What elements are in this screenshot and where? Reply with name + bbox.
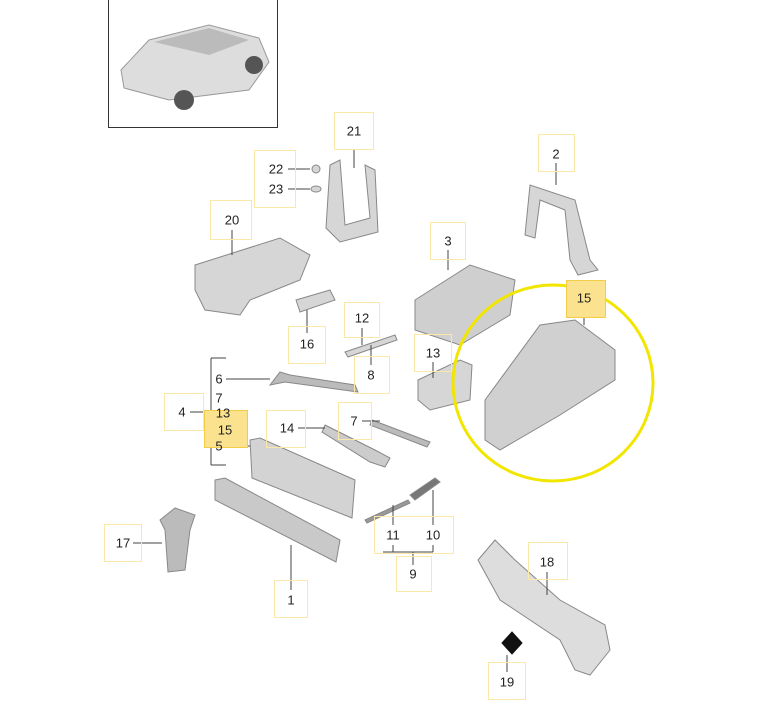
label-box: [414, 334, 452, 372]
callout-16[interactable]: 16: [299, 336, 315, 352]
callout-2[interactable]: 2: [552, 146, 560, 162]
part-18-jack: [477, 539, 611, 676]
callout-12[interactable]: 12: [354, 310, 370, 326]
part-20-foam-tray: [194, 237, 311, 316]
part-11-rod: [364, 499, 411, 524]
label-box: [334, 112, 374, 150]
label-box: [254, 150, 296, 208]
callout-10[interactable]: 10: [425, 527, 441, 543]
callout-8[interactable]: 8: [367, 367, 375, 383]
callout-14[interactable]: 14: [279, 420, 295, 436]
label-box: [274, 580, 308, 618]
callout-22[interactable]: 22: [268, 161, 284, 177]
callout-20[interactable]: 20: [224, 212, 240, 228]
part-22-nut: [311, 164, 321, 174]
part-13-holder: [417, 359, 473, 411]
part-7-pin: [369, 419, 431, 448]
label-box: [354, 356, 390, 394]
vehicle-thumbnail: [108, 0, 278, 128]
label-box: [164, 393, 204, 431]
label-box: [210, 200, 252, 240]
car-icon: [120, 24, 270, 110]
label-box: [430, 222, 466, 260]
part-5-pad: [249, 437, 356, 519]
label-box: [396, 556, 432, 592]
part-10-tool: [409, 477, 441, 501]
label-box: [374, 516, 454, 554]
part-16-clip: [295, 289, 336, 313]
highlighted-label-box: [566, 280, 606, 318]
part-14-screwdriver: [321, 424, 391, 468]
callout-3[interactable]: 3: [444, 233, 452, 249]
callout-5[interactable]: 5: [215, 438, 223, 454]
callout-11[interactable]: 11: [386, 527, 400, 543]
label-box: [338, 402, 372, 440]
callout-17[interactable]: 17: [115, 535, 131, 551]
highlight-circle: [451, 283, 655, 483]
part-21-bracket: [325, 159, 379, 243]
part-1-foam-block: [214, 477, 341, 563]
label-box: [528, 542, 568, 580]
callout-18[interactable]: 18: [539, 554, 555, 570]
callout-15-group[interactable]: 15: [217, 422, 233, 438]
callout-15[interactable]: 15: [576, 290, 592, 306]
part-2-strap: [524, 184, 599, 276]
callout-1[interactable]: 1: [287, 592, 295, 608]
callout-13-group[interactable]: 13: [215, 405, 231, 421]
callout-23[interactable]: 23: [268, 181, 284, 197]
callout-7-pin[interactable]: 7: [350, 413, 358, 429]
callout-13[interactable]: 13: [425, 345, 441, 361]
label-box: [344, 302, 380, 338]
part-3-box: [414, 264, 516, 346]
label-box: [104, 524, 142, 562]
part-15-insert: [484, 319, 616, 451]
callout-7[interactable]: 7: [215, 390, 223, 406]
label-box: [266, 410, 306, 448]
label-box: [538, 134, 575, 172]
part-6-tow-hook: [268, 371, 359, 393]
callout-21[interactable]: 21: [346, 123, 362, 139]
part-19-pad: [501, 631, 523, 655]
highlighted-label-box: [204, 410, 248, 448]
part-23-washer: [310, 185, 322, 193]
callout-4[interactable]: 4: [178, 404, 186, 420]
label-box: [488, 662, 526, 700]
label-box: [288, 326, 326, 364]
callout-6[interactable]: 6: [215, 371, 223, 387]
callout-9[interactable]: 9: [409, 566, 417, 582]
callout-19[interactable]: 19: [499, 674, 515, 690]
part-17-bolt: [159, 507, 196, 573]
